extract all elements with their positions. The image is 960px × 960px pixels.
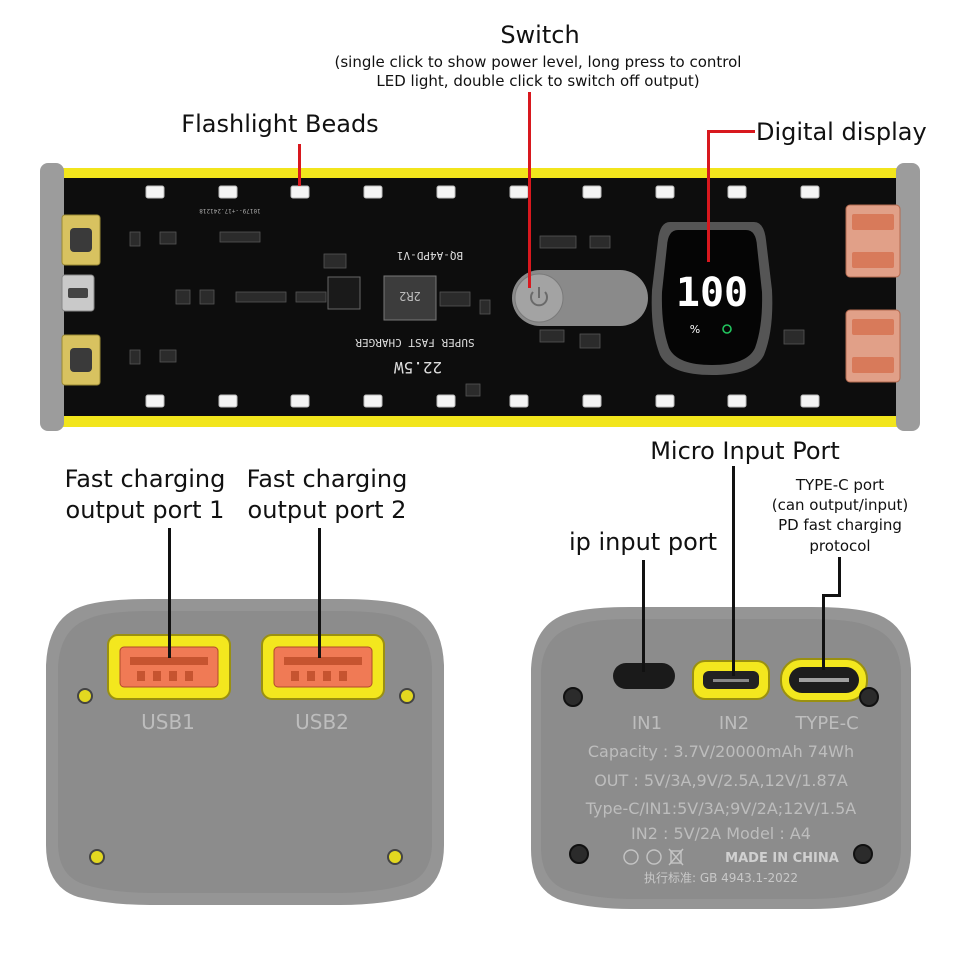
typec-pointer-h	[822, 594, 841, 597]
switch-title: Switch	[500, 21, 580, 49]
recycle-icon	[623, 849, 639, 865]
fast2-pointer	[318, 528, 321, 658]
left-end-panel: USB1 USB2	[46, 599, 444, 905]
right-end-panel: IN1 IN2 TYPE-C Capacity : 3.7V/20000mAh …	[531, 607, 911, 909]
fast2-line1: Fast charging	[246, 465, 408, 493]
spec-in2: IN2 : 5V/2A Model : A4	[631, 824, 811, 843]
typec-line1: TYPE-C port	[795, 476, 885, 494]
typec-line4: protocol	[809, 537, 871, 555]
inductor-label: 2R2	[399, 289, 421, 303]
power-icon	[530, 287, 548, 307]
right-end-cap	[896, 163, 920, 431]
micro-input-pointer	[732, 466, 735, 676]
usb-c-port-icon	[613, 663, 675, 689]
micro-input-label: Micro Input Port	[650, 437, 840, 465]
power-rating-silk: 22.5W	[394, 358, 443, 377]
display-screen	[661, 230, 763, 365]
inductor	[383, 275, 437, 321]
made-in-china: MADE IN CHINA	[725, 851, 839, 866]
led-bead-icon	[145, 185, 820, 408]
ip-input-pointer	[642, 560, 645, 672]
display-digits: 100	[676, 270, 748, 316]
display-label: Digital display	[756, 118, 927, 146]
fast1-line2: output port 1	[65, 496, 225, 524]
smd-components	[129, 231, 805, 397]
super-fast-silk: SUPER FAST CHARGER	[355, 336, 475, 349]
flashlight-label: Flashlight Beads	[181, 110, 379, 138]
spec-out: OUT : 5V/3A,9V/2.5A,12V/1.87A	[594, 771, 848, 790]
flashlight-pointer	[298, 144, 301, 186]
typec-line3: PD fast charging	[778, 516, 902, 534]
standard-text: 执行标准: GB 4943.1-2022	[644, 871, 798, 885]
usb1-label: USB1	[141, 710, 195, 734]
usb2-label: USB2	[295, 710, 349, 734]
board-model-silk: BQ-A4PD-V1	[397, 249, 463, 262]
screw-icon	[77, 688, 415, 865]
recycle-icon	[646, 849, 662, 865]
display-pointer-v	[707, 130, 710, 262]
fast1-line1: Fast charging	[64, 465, 226, 493]
spec-capacity: Capacity : 3.7V/20000mAh 74Wh	[588, 742, 854, 761]
ip-input-label: ip input port	[568, 528, 718, 556]
in2-label: IN2	[719, 713, 749, 734]
ic-chip	[327, 276, 361, 310]
display-percent: %	[690, 323, 700, 336]
trash-bin-icon	[668, 848, 684, 866]
left-end-cap	[40, 163, 64, 431]
spec-typec: Type-C/IN1:5V/3A;9V/2A;12V/1.5A	[585, 799, 857, 818]
display-power-icon	[722, 324, 732, 334]
fast1-pointer	[168, 528, 171, 658]
screw-icon	[563, 687, 879, 864]
typec-pointer-v2	[822, 594, 825, 670]
display-pointer-h	[707, 130, 755, 133]
typec-label: TYPE-C	[794, 713, 858, 734]
in1-label: IN1	[632, 713, 662, 734]
switch-pointer	[528, 92, 531, 288]
bottom-rail	[60, 413, 906, 427]
typec-pointer-v1	[838, 557, 841, 597]
date-silk: 10179--+17.241218	[199, 207, 261, 214]
switch-desc-line1: (single click to show power level, long …	[334, 53, 742, 71]
typec-line2: (can output/input)	[771, 496, 909, 514]
fast2-line2: output port 2	[247, 496, 407, 524]
power-bank-board: 2R2 BQ-A4PD-V1 SUPER FAST CHARGER 22.5W …	[40, 163, 920, 431]
switch-desc-line2: LED light, double click to switch off ou…	[376, 72, 700, 90]
